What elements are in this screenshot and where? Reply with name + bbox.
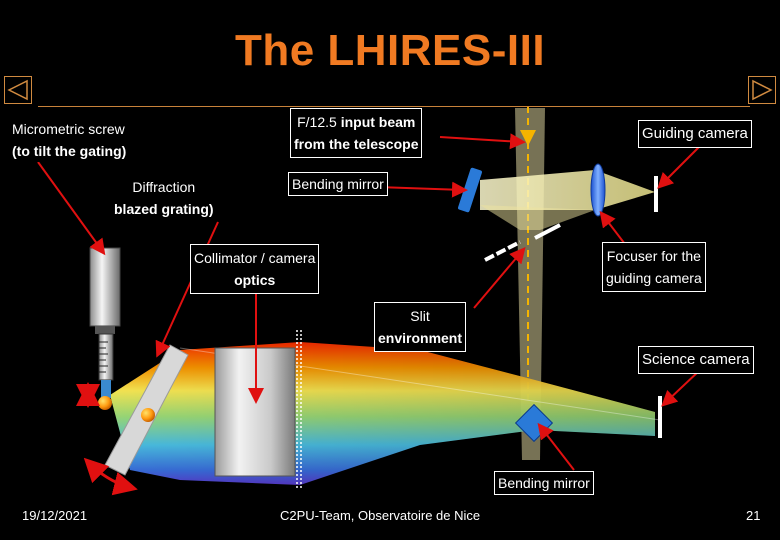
label-slit-line2: environment xyxy=(378,330,463,346)
label-input-beam: F/12.5 input beam from the telescope xyxy=(290,108,423,158)
triangle-left-icon xyxy=(7,79,28,101)
rotation-arrow xyxy=(83,457,138,496)
triangle-right-icon xyxy=(752,79,773,101)
label-focuser: Focuser for the guiding camera xyxy=(602,242,706,292)
pivot-ball-grating xyxy=(141,408,155,422)
label-diffraction-line2: blazed grating) xyxy=(114,201,214,217)
label-science-camera: Science camera xyxy=(638,346,754,374)
collimator-focus-ring xyxy=(296,330,302,490)
arrow-bending-bottom xyxy=(537,422,575,471)
bending-mirror-top-element xyxy=(458,167,482,213)
label-input-beam-line2: from the telescope xyxy=(294,136,419,152)
footer-team: C2PU-Team, Observatoire de Nice xyxy=(280,508,481,523)
arrow-micrometric xyxy=(37,161,106,256)
label-collimator-line1: Collimator / camera xyxy=(194,250,316,266)
label-diffraction: Diffraction blazed grating) xyxy=(114,176,214,220)
arrow-guiding-camera xyxy=(657,145,701,189)
title-rule xyxy=(38,106,750,107)
label-diffraction-line1: Diffraction xyxy=(132,179,196,195)
label-slit-line1: Slit xyxy=(410,308,430,324)
slit-mirror-left xyxy=(484,240,521,262)
guiding-beam-lower xyxy=(480,205,595,230)
arrow-input-beam xyxy=(439,133,526,150)
next-slide-button[interactable] xyxy=(748,76,776,104)
label-bending-mirror-top: Bending mirror xyxy=(288,172,388,196)
label-guiding-camera: Guiding camera xyxy=(638,120,752,148)
page-title: The LHIRES-III xyxy=(234,26,546,75)
arrow-slit xyxy=(473,246,526,309)
label-micrometric-screw: Micrometric screw (to tilt the gating) xyxy=(12,118,127,162)
pivot-ball-screw xyxy=(98,396,112,410)
footer-date: 19/12/2021 xyxy=(22,508,88,523)
label-bending-mirror-bottom: Bending mirror xyxy=(494,471,594,495)
label-input-beam-text: input beam xyxy=(340,114,416,130)
footer-page-number: 21 xyxy=(746,508,761,523)
guiding-lens xyxy=(590,163,606,217)
arrow-science-camera xyxy=(661,369,701,407)
guiding-beam xyxy=(480,170,655,210)
label-input-beam-ratio: F/12.5 xyxy=(297,114,337,130)
slit-mirror-right xyxy=(534,223,561,240)
label-micrometric-line1: Micrometric screw xyxy=(12,121,125,137)
label-micrometric-line2: (to tilt the gating) xyxy=(12,143,127,159)
label-collimator: Collimator / camera optics xyxy=(190,244,320,294)
label-slit-environment: Slit environment xyxy=(374,302,467,352)
prev-slide-button[interactable] xyxy=(4,76,32,104)
micrometric-screw xyxy=(89,247,121,327)
label-collimator-line2: optics xyxy=(234,272,276,288)
label-focuser-line2: guiding camera xyxy=(606,270,702,286)
label-focuser-line1: Focuser for the xyxy=(606,248,701,264)
